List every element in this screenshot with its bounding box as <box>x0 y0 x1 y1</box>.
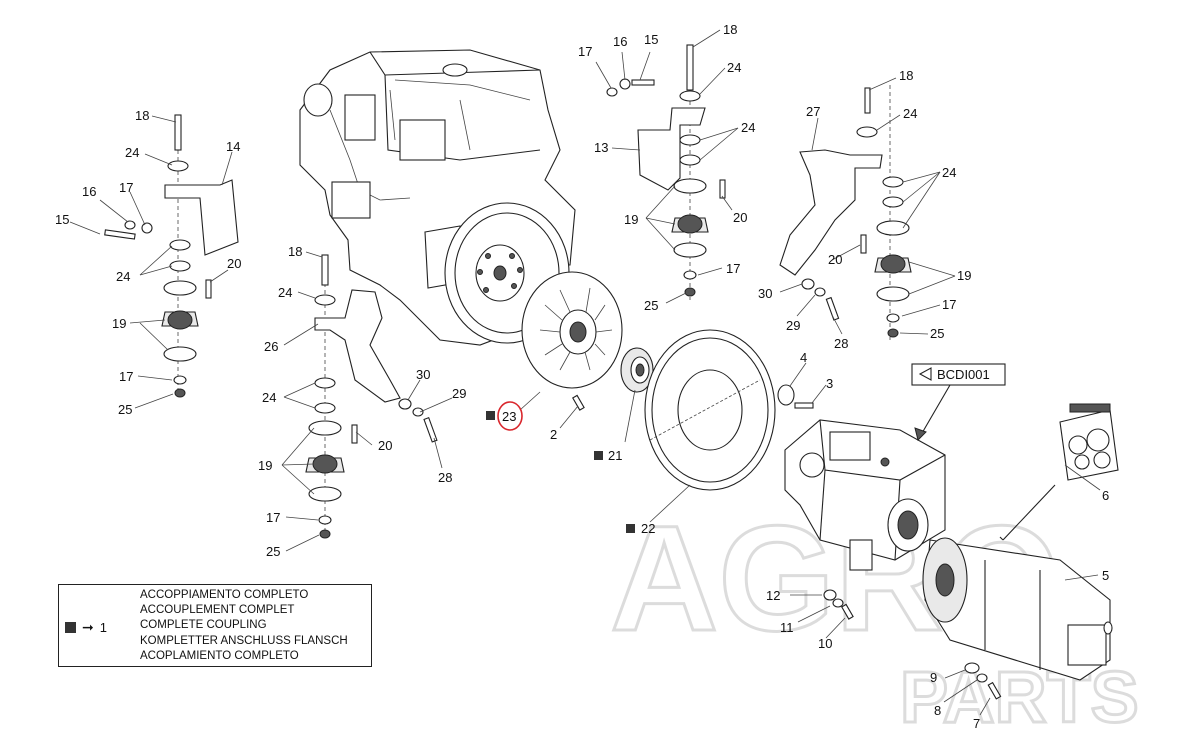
callout-23: 23 <box>502 409 516 424</box>
highlight-circle <box>497 401 523 431</box>
complete-coupling-marker-23 <box>486 411 495 420</box>
callout-2: 2 <box>550 427 557 442</box>
callout-24-right-top: 24 <box>903 106 917 121</box>
legend-line-en: COMPLETE COUPLING <box>140 619 267 632</box>
callout-16-left: 16 <box>82 184 96 199</box>
callout-26: 26 <box>264 339 278 354</box>
legend-text: ACCOPPIAMENTO COMPLETO ACCOUPLEMENT COMP… <box>140 588 348 664</box>
flywheel-plate <box>644 329 776 491</box>
legend-line-de: KOMPLETTER ANSCHLUSS FLANSCH <box>140 634 348 647</box>
callout-15-upper: 15 <box>644 32 658 47</box>
callout-7: 7 <box>973 716 980 731</box>
complete-coupling-marker-21 <box>594 451 603 460</box>
watermark-line-2: PARTS <box>900 658 1139 738</box>
callout-19-left: 19 <box>112 316 126 331</box>
callout-20-left: 20 <box>227 256 241 271</box>
complete-coupling-square-icon <box>65 622 76 633</box>
callout-16-upper: 16 <box>613 34 627 49</box>
callout-17-left-bottom: 17 <box>119 369 133 384</box>
legend-symbol: ➞ 1 <box>65 619 107 636</box>
pinion-gear <box>620 347 654 393</box>
callout-24-left-top: 24 <box>125 145 139 160</box>
callout-30-right: 30 <box>758 286 772 301</box>
flywheel-hardware <box>572 384 1002 700</box>
callout-24-left-mid: 24 <box>116 269 130 284</box>
callout-3: 3 <box>826 376 833 391</box>
callout-21: 21 <box>608 448 622 463</box>
left-mount-stack <box>104 114 239 398</box>
right-arrow-icon: ➞ <box>82 619 94 635</box>
legend-box: ➞ 1 ACCOPPIAMENTO COMPLETO ACCOUPLEMENT … <box>58 584 372 667</box>
callout-15-left: 15 <box>55 212 69 227</box>
callout-10: 10 <box>818 636 832 651</box>
hydraulic-pump-assembly <box>784 419 946 571</box>
callout-25-left: 25 <box>118 402 132 417</box>
callout-14: 14 <box>226 139 240 154</box>
callout-5: 5 <box>1102 568 1109 583</box>
callout-13: 13 <box>594 140 608 155</box>
callout-29-center: 29 <box>452 386 466 401</box>
callout-17-upper: 17 <box>578 44 592 59</box>
callout-12: 12 <box>766 588 780 603</box>
upper-center-mount-stack <box>606 44 726 300</box>
callout-18-center: 18 <box>288 244 302 259</box>
complete-coupling-marker-22 <box>626 524 635 533</box>
leader-lines <box>69 29 1101 716</box>
callout-25-upper: 25 <box>644 298 658 313</box>
callout-27: 27 <box>806 104 820 119</box>
callout-28-center: 28 <box>438 470 452 485</box>
callout-18-left: 18 <box>135 108 149 123</box>
callout-17-right: 17 <box>942 297 956 312</box>
center-left-mount-stack <box>305 254 438 539</box>
right-mount-stack <box>779 85 912 340</box>
callout-19-right: 19 <box>957 268 971 283</box>
callout-28-right: 28 <box>834 336 848 351</box>
callout-11: 11 <box>780 620 794 635</box>
callout-25-center: 25 <box>266 544 280 559</box>
reference-arrow-icon <box>918 367 932 381</box>
callout-25-right: 25 <box>930 326 944 341</box>
callout-29-right: 29 <box>786 318 800 333</box>
legend-line-fr: ACCOUPLEMENT COMPLET <box>140 604 295 617</box>
seal-kit <box>1059 403 1119 481</box>
callout-24-center-mid: 24 <box>262 390 276 405</box>
gear-pump <box>922 537 1113 681</box>
callout-24-center-top: 24 <box>278 285 292 300</box>
callout-8: 8 <box>934 703 941 718</box>
reference-box-bcdi001: BCDI001 <box>911 363 1006 386</box>
callout-19-upper: 19 <box>624 212 638 227</box>
callout-22: 22 <box>641 521 655 536</box>
callout-17-left-top: 17 <box>119 180 133 195</box>
legend-line-es: ACOPLAMIENTO COMPLETO <box>140 649 299 662</box>
callout-18-upper: 18 <box>723 22 737 37</box>
legend-line-it: ACCOPPIAMENTO COMPLETO <box>140 589 309 601</box>
callout-17-upper-bottom: 17 <box>726 261 740 276</box>
clutch-disc <box>521 271 623 389</box>
callout-24-upper-mid: 24 <box>741 120 755 135</box>
callout-17-center: 17 <box>266 510 280 525</box>
callout-6: 6 <box>1102 488 1109 503</box>
callout-24-upper-top: 24 <box>727 60 741 75</box>
callout-30-center: 30 <box>416 367 430 382</box>
callout-19-center: 19 <box>258 458 272 473</box>
callout-20-upper: 20 <box>733 210 747 225</box>
legend-ref-number: 1 <box>99 620 107 635</box>
callout-labels: 18 24 14 16 17 15 24 20 19 17 25 18 24 2… <box>55 22 1109 731</box>
callout-18-right: 18 <box>899 68 913 83</box>
callout-20-right: 20 <box>828 252 842 267</box>
callout-20-center: 20 <box>378 438 392 453</box>
callout-9: 9 <box>930 670 937 685</box>
callout-4: 4 <box>800 350 807 365</box>
reference-box-label: BCDI001 <box>937 367 990 382</box>
callout-24-right-mid: 24 <box>942 165 956 180</box>
